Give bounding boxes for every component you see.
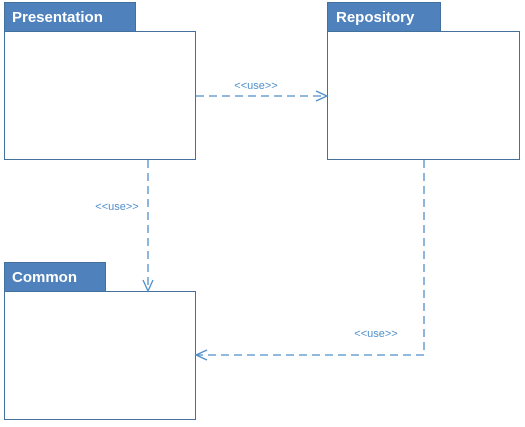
package-common-tab	[4, 262, 106, 292]
dependency-presentation-to-repository[interactable]: <<use>>	[196, 80, 329, 102]
package-repository[interactable]: Repository	[327, 2, 520, 160]
package-repository-body	[327, 31, 520, 160]
dependency-presentation-to-common[interactable]: <<use>>	[95, 160, 154, 293]
package-common-body	[4, 291, 196, 420]
dependency-repository-to-common[interactable]: <<use>>	[194, 160, 425, 361]
dependency-line	[197, 160, 425, 356]
dependency-arrowhead	[194, 349, 208, 361]
package-presentation[interactable]: Presentation	[4, 2, 196, 160]
package-presentation-title: Presentation	[12, 9, 103, 26]
package-presentation-tab	[4, 2, 136, 32]
dependency-label: <<use>>	[354, 328, 397, 340]
dependency-label: <<use>>	[95, 201, 138, 213]
package-common[interactable]: Common	[4, 262, 196, 420]
package-repository-tab	[327, 2, 441, 32]
package-common-title: Common	[12, 269, 77, 286]
dependency-arrowhead	[142, 279, 154, 293]
package-repository-title: Repository	[336, 9, 415, 26]
package-presentation-body	[4, 31, 196, 160]
dependency-label: <<use>>	[234, 80, 277, 92]
dependency-arrowhead	[315, 90, 329, 102]
